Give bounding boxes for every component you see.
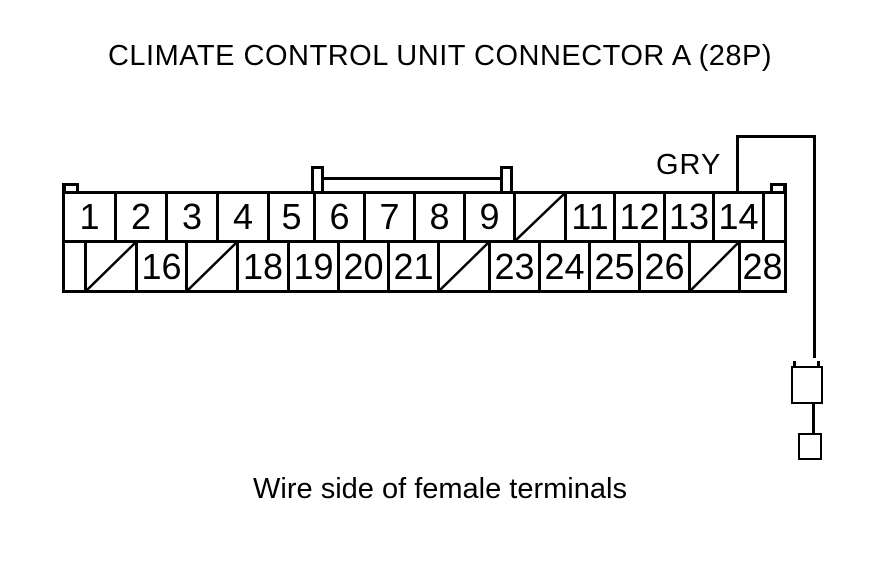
inline-connector-symbol-small	[798, 433, 822, 460]
pin-cell-20: 20	[337, 240, 390, 293]
pin-cell-18: 18	[236, 240, 290, 293]
wire-segment-between-symbols	[812, 404, 815, 434]
housing-left-notch	[62, 183, 79, 192]
blocked-cavity-cell	[513, 191, 567, 243]
blocked-cavity-cell	[688, 240, 741, 293]
pin-cell-25: 25	[588, 240, 641, 293]
wire-segment-vertical-up	[736, 135, 739, 193]
pin-cell-5: 5	[267, 191, 316, 243]
pin-cell-26: 26	[638, 240, 691, 293]
blocked-cavity-cell	[185, 240, 239, 293]
housing-tab-bar	[322, 177, 502, 180]
blocked-cavity-cell	[437, 240, 491, 293]
slash-icon	[440, 243, 488, 290]
pin-cell-19: 19	[287, 240, 340, 293]
pin-cell-2: 2	[114, 191, 168, 243]
pin-cell-9: 9	[463, 191, 516, 243]
pin-cell-13: 13	[663, 191, 715, 243]
inline-connector-symbol-large	[791, 366, 823, 404]
pin-cell-14: 14	[712, 191, 765, 243]
pin-cell-16: 16	[135, 240, 188, 293]
pin-cell-23: 23	[488, 240, 541, 293]
pin-cell-6: 6	[313, 191, 366, 243]
slash-icon	[691, 243, 738, 290]
pin-cell-1: 1	[62, 191, 117, 243]
edge-blank-cell	[762, 191, 787, 243]
wire-segment-horizontal	[736, 135, 816, 138]
slash-icon	[516, 194, 564, 240]
pin-cell-7: 7	[363, 191, 416, 243]
diagram-caption: Wire side of female terminals	[253, 473, 627, 505]
pin-cell-21: 21	[387, 240, 440, 293]
diagram-title: CLIMATE CONTROL UNIT CONNECTOR A (28P)	[107, 40, 773, 72]
blocked-cavity-cell	[84, 240, 138, 293]
slash-icon	[188, 243, 236, 290]
wire-segment-vertical-down	[813, 135, 816, 358]
slash-icon	[87, 243, 135, 290]
pin-cell-8: 8	[413, 191, 466, 243]
housing-right-notch	[770, 183, 787, 192]
wire-color-label: GRY	[656, 149, 722, 181]
pin-cell-11: 11	[564, 191, 616, 243]
box-corner-tick	[793, 361, 796, 367]
pin-cell-3: 3	[165, 191, 219, 243]
pin-cell-12: 12	[613, 191, 666, 243]
pin-cell-24: 24	[538, 240, 591, 293]
pin-cell-4: 4	[216, 191, 270, 243]
box-corner-tick	[817, 361, 820, 367]
pin-cell-28: 28	[738, 240, 787, 293]
